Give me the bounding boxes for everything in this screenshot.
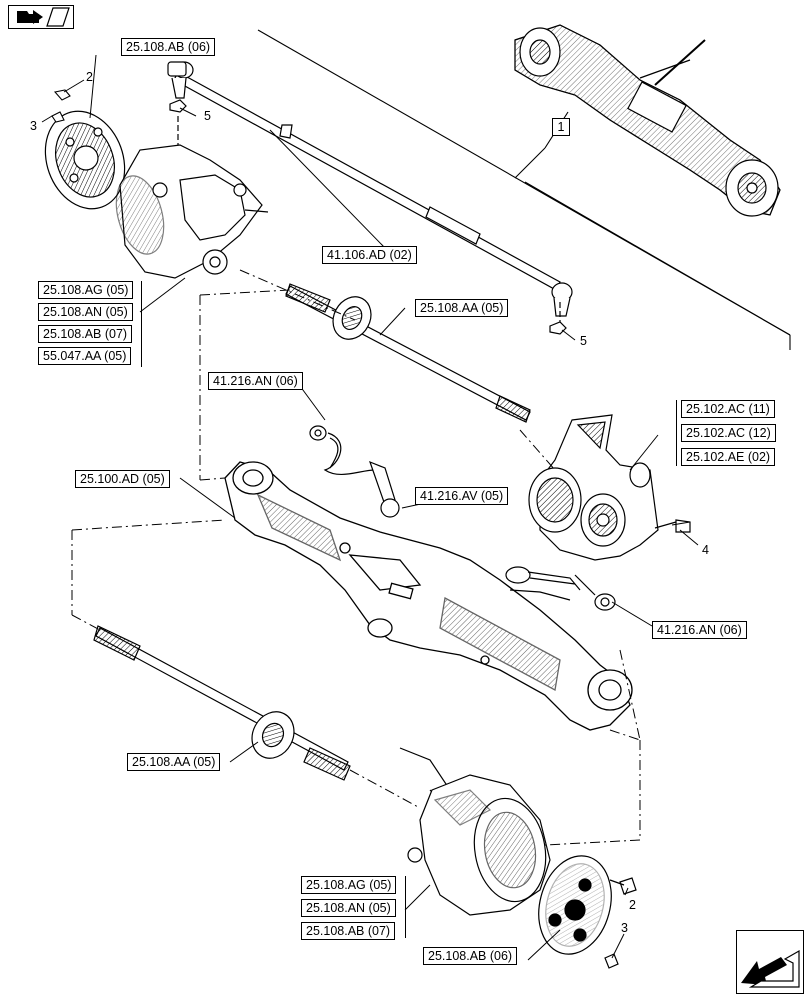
overview-frame-lines	[257, 29, 791, 350]
hydraulic-line-lower-illustration	[505, 566, 616, 611]
return-arrow-icon[interactable]	[736, 930, 804, 994]
ref-link-drive-shaft-bottom[interactable]: 25.108.AA (05)	[127, 753, 221, 771]
ref-link-differential-ac11[interactable]: 25.102.AC (11)	[681, 400, 775, 418]
ref-link-hub-top[interactable]: 25.108.AB (06)	[121, 38, 216, 56]
callout-item-3-bottom[interactable]: 3	[621, 921, 628, 935]
differential-illustration	[528, 414, 691, 561]
ref-link-axle-housing[interactable]: 25.100.AD (05)	[75, 470, 170, 488]
callout-item-5-top[interactable]: 5	[204, 109, 211, 123]
ref-link-knuckle-ag-bottom[interactable]: 25.108.AG (05)	[301, 876, 397, 894]
tie-rod-illustration	[167, 61, 573, 335]
ref-link-knuckle-ab-bottom[interactable]: 25.108.AB (07)	[301, 922, 396, 940]
ref-link-tie-rod[interactable]: 41.106.AD (02)	[322, 246, 417, 264]
hub-top-left-illustration	[44, 110, 269, 279]
leader-lines	[41, 54, 699, 961]
drive-shaft-lower-illustration	[93, 625, 351, 781]
ref-link-drive-shaft-top[interactable]: 25.108.AA (05)	[415, 299, 509, 317]
ref-link-hub-bottom[interactable]: 25.108.AB (06)	[423, 947, 518, 965]
drive-shaft-top-illustration	[285, 283, 531, 423]
ref-link-knuckle-an-bottom[interactable]: 25.108.AN (05)	[301, 899, 396, 917]
callout-item-5-mid[interactable]: 5	[580, 334, 587, 348]
ref-group-bracket-left-top	[141, 281, 142, 367]
overview-axle-illustration	[514, 24, 781, 217]
ref-link-differential-ae02[interactable]: 25.102.AE (02)	[681, 448, 776, 466]
ref-link-knuckle-ab-top[interactable]: 25.108.AB (07)	[38, 325, 133, 343]
hydraulic-line-upper-illustration	[309, 425, 400, 518]
axle-housing-illustration	[224, 461, 633, 731]
callout-item-4[interactable]: 4	[702, 543, 709, 557]
ref-link-hydraulic-line-top[interactable]: 41.216.AN (06)	[208, 372, 303, 390]
callout-item-3-top[interactable]: 3	[30, 119, 37, 133]
book-page-icon[interactable]	[8, 5, 74, 29]
ref-link-hydraulic-line-bottom[interactable]: 41.216.AN (06)	[652, 621, 747, 639]
ref-group-bracket-left-bottom	[405, 876, 406, 938]
ref-link-differential-ac12[interactable]: 25.102.AC (12)	[681, 424, 776, 442]
book-page-icon-graphic	[17, 7, 70, 27]
callout-item-1[interactable]: 1	[552, 118, 570, 136]
ref-link-knuckle-ag-top[interactable]: 25.108.AG (05)	[38, 281, 134, 299]
ref-link-hydraulic-sensor[interactable]: 41.216.AV (05)	[415, 487, 509, 505]
explosion-dashed-lines	[71, 269, 641, 846]
ref-link-knuckle-aa[interactable]: 55.047.AA (05)	[38, 347, 132, 365]
callout-item-2-bottom[interactable]: 2	[629, 898, 636, 912]
hub-bottom-right-illustration	[399, 747, 637, 969]
callout-item-2-top[interactable]: 2	[86, 70, 93, 84]
ref-link-knuckle-an-top[interactable]: 25.108.AN (05)	[38, 303, 133, 321]
return-arrow-icon-graphic	[741, 949, 800, 988]
ref-group-bracket-right	[676, 400, 677, 466]
fasteners-illustration	[51, 89, 691, 526]
